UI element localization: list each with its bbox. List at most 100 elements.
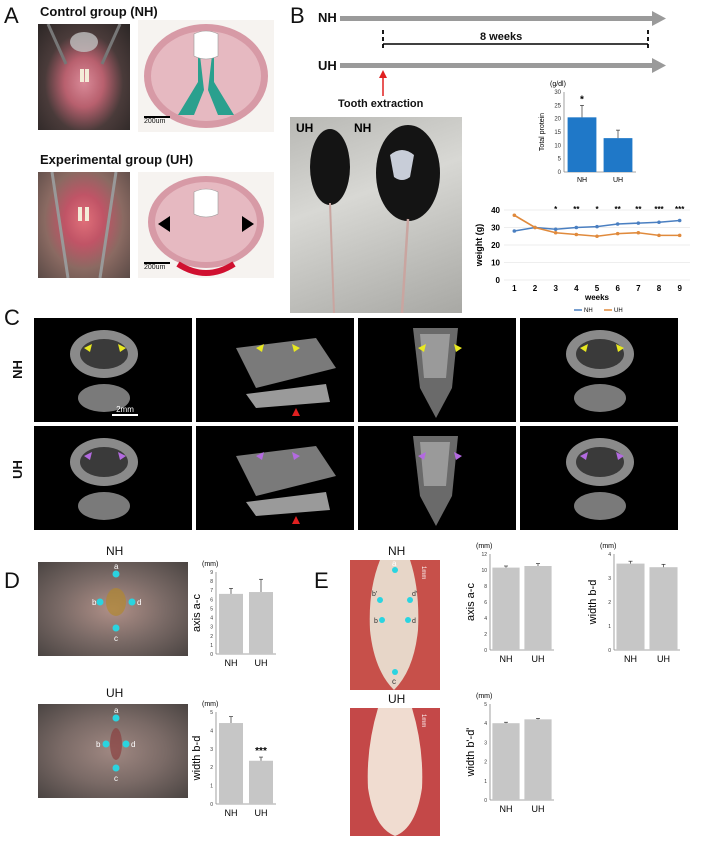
- legend-label: NH: [584, 308, 593, 314]
- y-tick-label: 9: [210, 570, 213, 576]
- data-point: [677, 218, 682, 223]
- unit-label: (mm): [202, 701, 218, 708]
- y-tick-label: 20: [491, 241, 500, 250]
- experimental-group-title: Experimental group (UH): [40, 152, 194, 167]
- bar-nh: [219, 723, 243, 804]
- y-tick-label: 30: [554, 90, 561, 96]
- panel-letter-b: B: [290, 3, 305, 28]
- e-uh-palate-photo: 1mm: [350, 708, 440, 836]
- svg-text:d: d: [131, 740, 135, 749]
- panel-letter-c: C: [4, 305, 20, 330]
- svg-text:a: a: [114, 706, 119, 715]
- x-tick-label: 5: [595, 284, 600, 293]
- y-tick-label: 2: [210, 634, 213, 640]
- category-label: NH: [500, 804, 513, 814]
- unit-label: (mm): [476, 543, 492, 550]
- e-uh-scale: 1mm: [420, 714, 426, 728]
- category-label: UH: [532, 804, 545, 814]
- bar-uh: [524, 566, 552, 650]
- svg-text:b: b: [374, 618, 378, 625]
- data-point: [574, 225, 579, 230]
- svg-text:c: c: [114, 634, 118, 643]
- x-tick-label: 4: [574, 284, 579, 293]
- y-tick-label: 40: [491, 206, 500, 215]
- bar-uh: [524, 719, 552, 800]
- x-tick-label: 9: [677, 284, 682, 293]
- svg-text:a: a: [114, 562, 119, 571]
- e-nh-title: NH: [388, 544, 406, 558]
- y-tick-label: 0: [210, 802, 213, 808]
- bar-nh: [492, 567, 520, 650]
- y-tick-label: 2: [484, 632, 487, 638]
- control-group-title: Control group (NH): [40, 4, 158, 19]
- unit-label: (mm): [476, 693, 492, 700]
- data-point: [615, 231, 620, 236]
- x-tick-label: 3: [553, 284, 558, 293]
- bar-uh: [249, 760, 273, 804]
- data-point: [574, 232, 579, 237]
- micro-ct-scan: [34, 426, 192, 530]
- y-tick-label: 5: [558, 157, 562, 163]
- y-tick-label: 4: [608, 552, 611, 558]
- d-uh-palate-photo: a b d c: [38, 704, 188, 798]
- mice-photo: UH NH: [290, 117, 462, 313]
- uh-mouth-photo: [38, 172, 130, 278]
- timeline-diagram: [340, 11, 666, 96]
- y-tick-label: 4: [210, 728, 213, 734]
- tooth-extraction-label: Tooth extraction: [338, 98, 424, 110]
- y-tick-label: 2: [608, 600, 611, 606]
- y-tick-label: 1: [608, 624, 611, 630]
- photo-label-uh: UH: [296, 121, 314, 135]
- scale-bar-label: 200um: [144, 262, 170, 271]
- unit-label: (mm): [202, 561, 218, 568]
- y-tick-label: 3: [210, 747, 213, 753]
- significance-marker: *: [595, 205, 599, 214]
- panel-letter-e: E: [314, 568, 329, 593]
- x-tick-label: 8: [657, 284, 662, 293]
- significance-marker: ***: [675, 205, 685, 214]
- y-tick-label: 4: [484, 616, 487, 622]
- timeline-label-uh: UH: [318, 58, 337, 73]
- bar-uh: [249, 592, 273, 654]
- timeline-label-nh: NH: [318, 10, 337, 25]
- y-tick-label: 7: [210, 588, 213, 594]
- control-mouth-photo: [38, 24, 130, 130]
- x-tick-label: 6: [615, 284, 620, 293]
- svg-text:c: c: [114, 774, 118, 783]
- significance-marker: ***: [255, 746, 267, 757]
- y-tick-label: 3: [484, 740, 487, 746]
- y-tick-label: 4: [484, 721, 487, 727]
- significance-marker: *: [554, 205, 558, 214]
- x-axis-label: weeks: [584, 293, 610, 302]
- significance-marker: **: [573, 205, 580, 214]
- category-label: UH: [255, 658, 268, 668]
- photo-label-nh: NH: [354, 121, 372, 135]
- y-axis-label: width b-d: [191, 736, 203, 782]
- d-nh-palate-photo: a b d c: [38, 562, 188, 656]
- d-uh-title: UH: [106, 686, 124, 700]
- svg-text:d: d: [412, 618, 416, 625]
- y-tick-label: 0: [496, 276, 501, 285]
- category-label: UH: [255, 808, 268, 818]
- y-tick-label: 1: [210, 784, 213, 790]
- y-tick-label: 2: [484, 760, 487, 766]
- data-point: [636, 230, 641, 235]
- y-tick-label: 1: [484, 779, 487, 785]
- data-point: [595, 234, 599, 239]
- data-point: [595, 224, 599, 229]
- y-tick-label: 20: [554, 117, 561, 123]
- micro-ct-scan: [34, 318, 192, 422]
- y-tick-label: 0: [608, 648, 611, 654]
- bar-uh: [649, 567, 678, 650]
- category-label: UH: [613, 177, 623, 184]
- y-tick-label: 1: [210, 643, 213, 649]
- y-tick-label: 5: [210, 606, 213, 612]
- y-tick-label: 4: [210, 616, 213, 622]
- y-tick-label: 0: [484, 798, 487, 804]
